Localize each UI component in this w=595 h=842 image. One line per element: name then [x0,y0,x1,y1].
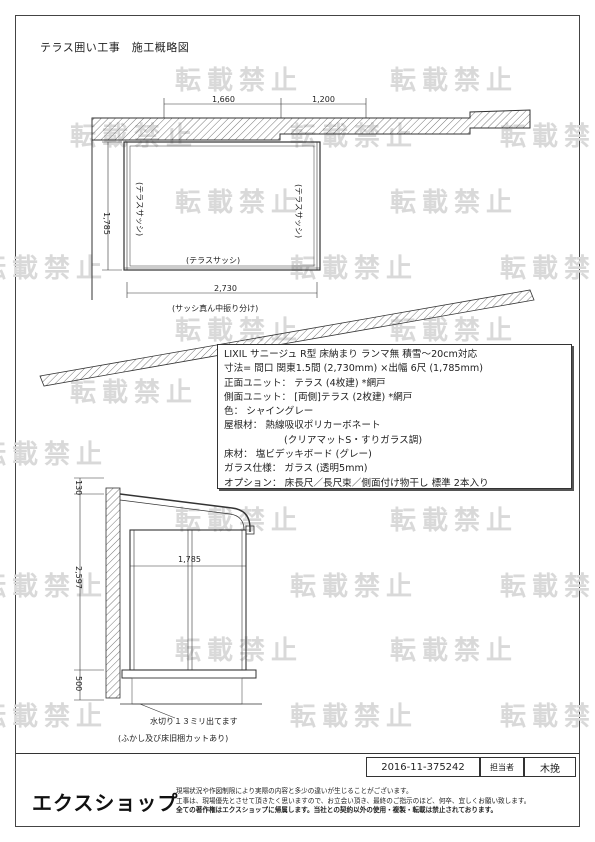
building-wall-hatch [91,109,531,141]
dim-label-top: 130 [74,480,83,495]
label-left-sash: (テラスサッシ) [135,182,144,236]
house-wall-hatch [105,487,121,699]
floor-deck [121,669,257,679]
note-floor-cut: (ふかし及び床旧梱カットあり) [118,733,228,743]
note-drip-edge: 水切り１３ミリ出てます [150,716,238,726]
roof-inner-profile [119,499,245,531]
disclaimer-line: 全ての著作権はエクスショップに帰属します。当社との契約以外の使用・複製・転載は禁… [176,806,498,815]
drawing-sheet-border [15,15,580,827]
leader-line [139,703,176,719]
dim-label-bottom: 2,730 [214,284,237,293]
page-title: テラス囲い工事 施工概略図 [40,41,190,54]
dim-label-height: 2,597 [74,566,83,589]
spec-line-side-unit: 側面ユニット： [両側]テラス (2枚建) *網戸 [224,391,413,403]
dim-label-top-left: 1,660 [212,95,235,104]
label-right-sash: (テラスサッシ) [294,184,303,238]
disclaimer-line: 現場状況や作図制限により実際の内容と多少の違いが生じることがございます。 [176,787,413,795]
roof-section-hatch [39,289,535,387]
spec-line-glass: ガラス仕様： ガラス (透明5mm) [224,463,368,475]
spec-line-front-unit: 正面ユニット： テラス (4枚建) *網戸 [224,377,386,389]
dim-label-top-right: 1,200 [312,95,335,104]
company-logo: エクスショップ [32,791,179,815]
spec-line-roof: 屋根材： 熱線吸収ポリカーボネート [224,420,381,432]
person-label: 担当者 [480,757,524,777]
footer-divider [16,753,579,754]
label-sash-center: (サッシ真ん中振り分け) [172,303,258,313]
footer: 2016-11-375242 担当者 木挽 エクスショップ 現場状況や作図制限に… [16,753,579,827]
elevation-view: 1,785 130 2,597 500 水切り１３ミリ出てます (ふかし及び床旧… [74,477,262,743]
spec-line-options: オプション： 床長尺／長尺束／側面付け物干し 標準 2本入り [224,477,489,489]
spec-line-roof-detail: (クリアマットS・すりガラス調) [284,434,423,446]
dim-label-base: 500 [74,676,83,691]
document-number: 2016-11-375242 [366,757,480,777]
terrace-inner-outline [129,145,315,267]
label-bottom-sash: (テラスサッシ) [186,256,240,265]
terrace-enclosure-outline [123,141,321,271]
dim-label-side: 1,785 [102,212,111,235]
plan-view: 1,660 1,200 1,785 2,730 (テラスサッシ) (テラスサッシ… [91,95,531,313]
person-name: 木挽 [524,757,576,777]
disclaimer-line: 工事は、現場優先とさせて頂きたく思いますので、お立会い頂き、最終のご指示のほど、… [176,796,531,805]
floor-support [131,677,243,705]
dim-label-depth: 1,785 [178,555,201,564]
specification-box: LIXIL サニージュ R型 床納まり ランマ無 積雪〜20cm対応 寸法= 間… [217,344,572,489]
spec-line-color: 色： シャイングレー [224,406,314,418]
roof-profile [119,493,251,532]
spec-line-floor: 床材： 塩ビデッキボード (グレー) [224,449,372,461]
disclaimer-note: 現場状況や作図制限により実際の内容と多少の違いが生じることがございます。 工事は… [176,787,576,816]
spec-line-size: 寸法= 間口 関東1.5間 (2,730mm) ×出幅 6尺 (1,785mm) [224,363,483,375]
spec-line-product: LIXIL サニージュ R型 床納まり ランマ無 積雪〜20cm対応 [224,349,478,360]
